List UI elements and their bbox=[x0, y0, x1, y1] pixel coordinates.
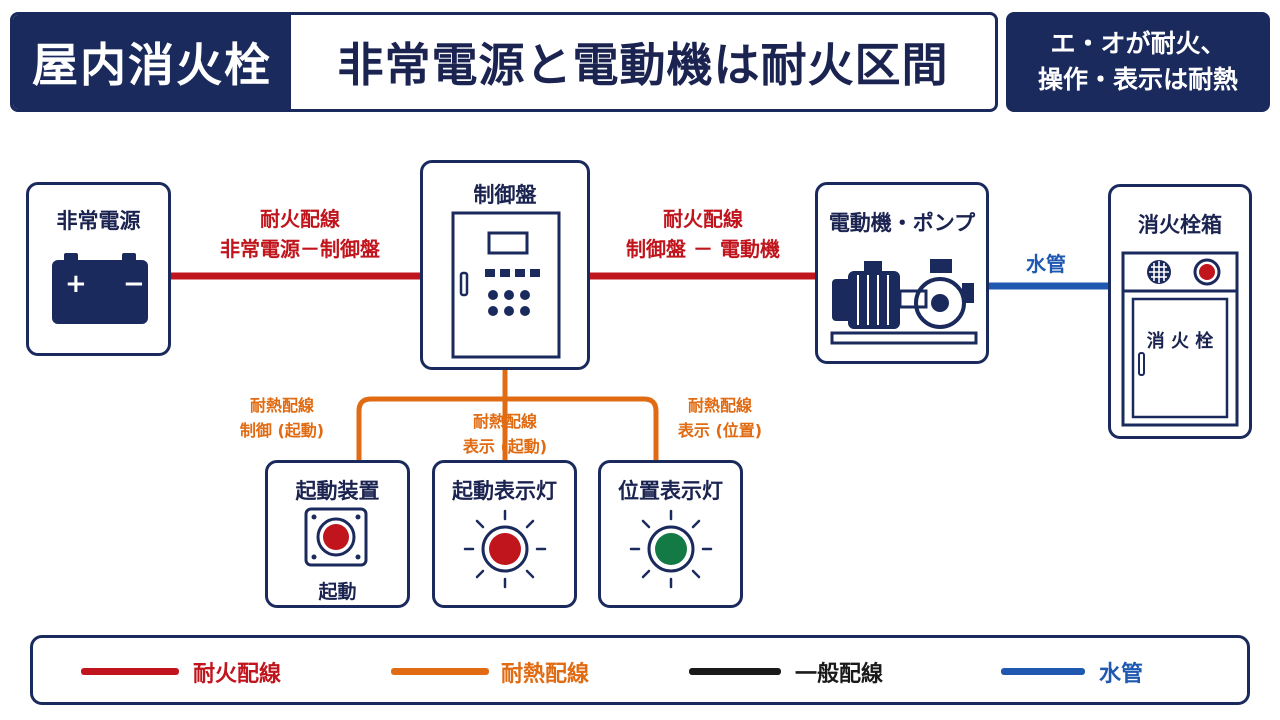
heat-wire-tree bbox=[356, 369, 659, 460]
motor-pump-box: 電動機・ポンプ bbox=[815, 182, 989, 364]
motor-pump-title: 電動機・ポンプ bbox=[828, 211, 976, 235]
fire-wire-label-2: 耐火配線 制御盤 － 電動機 bbox=[598, 204, 808, 264]
heat-wire-label-start-display-route: 表示 (起動) bbox=[462, 437, 548, 456]
heat-wire-label-position-display-type: 耐熱配線 bbox=[687, 396, 752, 415]
hydrant-box-title: 消火栓箱 bbox=[1138, 213, 1222, 237]
fire-wire-label-1-type: 耐火配線 bbox=[260, 207, 340, 231]
heat-wire-label-control-route: 制御 (起動) bbox=[239, 421, 325, 440]
position-lamp-box: 位置表示灯 bbox=[598, 460, 743, 608]
legend-general-label: 一般配線 bbox=[795, 662, 884, 687]
legend-heat-label: 耐熱配線 bbox=[501, 662, 590, 687]
heat-wire-label-position-display: 耐熱配線 表示 (位置) bbox=[660, 393, 780, 443]
control-panel-box: 制御盤 bbox=[420, 160, 590, 370]
fire-wire-label-2-type: 耐火配線 bbox=[663, 207, 743, 231]
legend-general-swatch bbox=[689, 668, 781, 675]
heat-wire-label-start-display: 耐熱配線 表示 (起動) bbox=[445, 409, 565, 459]
header-tag: 屋内消火栓 bbox=[13, 15, 291, 109]
hydrant-box: 消火栓箱 消 火 栓 bbox=[1108, 184, 1252, 439]
start-device-caption: 起動 bbox=[318, 581, 357, 603]
fire-wire-label-1: 耐火配線 非常電源－制御盤 bbox=[195, 204, 405, 264]
start-lamp-box: 起動表示灯 bbox=[432, 460, 577, 608]
header-banner: 屋内消火栓 非常電源と電動機は耐火区間 bbox=[10, 12, 998, 112]
legend-water-label: 水管 bbox=[1099, 662, 1144, 687]
hydrant-door-label: 消 火 栓 bbox=[1146, 331, 1214, 352]
legend-heat-swatch bbox=[391, 668, 489, 675]
motor-pump-icon bbox=[830, 259, 978, 345]
control-cabinet-icon bbox=[451, 211, 561, 359]
emergency-power-box: 非常電源 + − bbox=[26, 182, 171, 356]
red-indicator-lamp-icon bbox=[463, 509, 547, 589]
heat-wire-label-control-type: 耐熱配線 bbox=[249, 396, 314, 415]
green-indicator-lamp-icon bbox=[629, 509, 713, 589]
start-device-title: 起動装置 bbox=[295, 479, 380, 503]
page-title: 非常電源と電動機は耐火区間 bbox=[337, 38, 949, 92]
start-lamp-title: 起動表示灯 bbox=[452, 479, 557, 503]
fire-wire-label-2-route: 制御盤 － 電動機 bbox=[626, 237, 780, 261]
battery-plus: + bbox=[65, 269, 87, 299]
heat-wire-label-position-display-route: 表示 (位置) bbox=[677, 421, 763, 440]
fire-wire-label-1-route: 非常電源－制御盤 bbox=[220, 237, 380, 261]
position-lamp-title: 位置表示灯 bbox=[618, 479, 723, 503]
header-note-line2: 操作・表示は耐熱 bbox=[1037, 65, 1238, 94]
heat-wire-label-start-display-type: 耐熱配線 bbox=[472, 412, 537, 431]
legend-fire-swatch bbox=[81, 668, 179, 675]
hydrant-cabinet-icon bbox=[1121, 251, 1239, 427]
header-note: エ・オが耐火、 操作・表示は耐熱 bbox=[1006, 12, 1270, 112]
control-panel-title: 制御盤 bbox=[473, 183, 537, 207]
battery-icon bbox=[52, 253, 148, 324]
legend-water-swatch bbox=[1001, 668, 1085, 675]
water-pipe-label: 水管 bbox=[1026, 252, 1066, 276]
push-button-icon bbox=[304, 507, 368, 567]
header-note-line1: エ・オが耐火、 bbox=[1050, 29, 1226, 58]
start-device-box: 起動装置 起動 bbox=[265, 460, 410, 608]
battery-minus: − bbox=[123, 269, 145, 299]
emergency-power-title: 非常電源 bbox=[56, 209, 141, 233]
legend-fire-label: 耐火配線 bbox=[193, 662, 282, 687]
heat-wire-label-control: 耐熱配線 制御 (起動) bbox=[222, 393, 342, 443]
legend: 耐火配線 耐熱配線 一般配線 水管 bbox=[30, 635, 1250, 705]
